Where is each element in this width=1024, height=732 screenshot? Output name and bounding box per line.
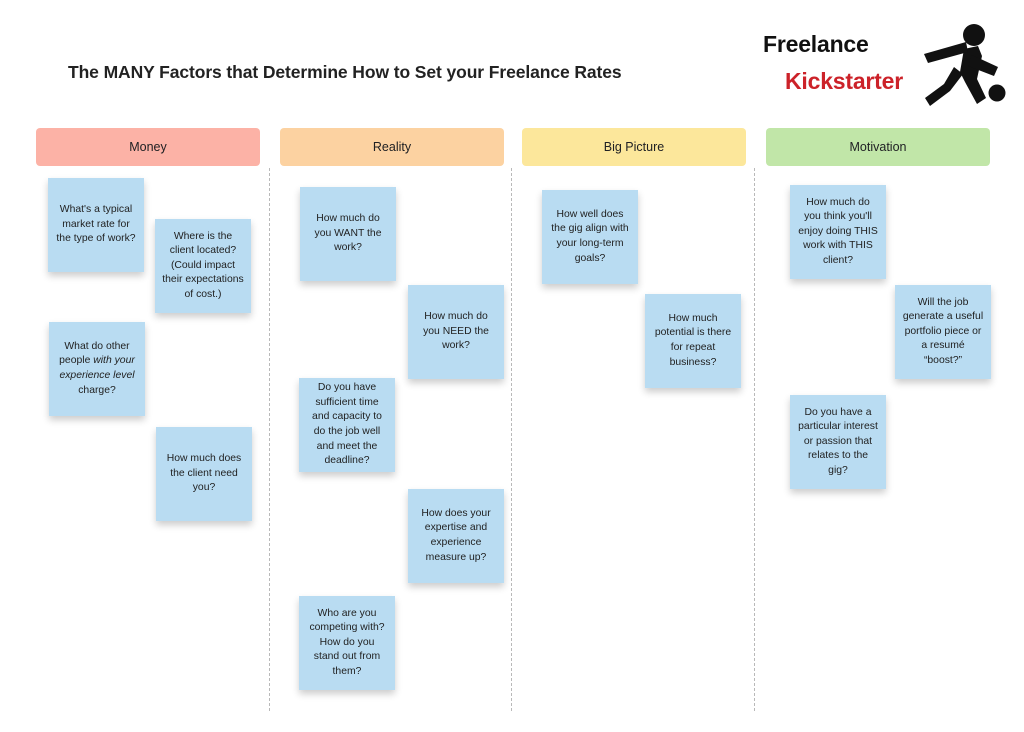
sticky-note[interactable]: What's a typical market rate for the typ… — [48, 178, 144, 272]
sticky-note[interactable]: How much potential is there for repeat b… — [645, 294, 741, 388]
column-divider-reality — [511, 168, 512, 711]
sticky-note[interactable]: How much does the client need you? — [156, 427, 252, 521]
sticky-note[interactable]: Who are you competing with? How do you s… — [299, 596, 395, 690]
column-divider-money — [269, 168, 270, 711]
column-divider-big-picture — [754, 168, 755, 711]
sticky-note-text: What do other people with your experienc… — [59, 340, 135, 396]
page-title: The MANY Factors that Determine How to S… — [68, 62, 622, 82]
sticky-note-text: How much do you NEED the work? — [423, 311, 489, 352]
sticky-note[interactable]: How much do you think you'll enjoy doing… — [790, 185, 886, 279]
sticky-note-text: How does your expertise and experience m… — [421, 507, 491, 563]
column-header-label: Reality — [372, 140, 412, 154]
sticky-note-text: How much potential is there for repeat b… — [654, 312, 732, 368]
column-header-money[interactable]: Money — [36, 128, 260, 166]
sticky-note-text: Who are you competing with? How do you s… — [309, 607, 385, 677]
sticky-note-text: How much do you WANT the work? — [314, 213, 382, 254]
sticky-note-text: Do you have a particular interest or pas… — [798, 406, 878, 476]
sticky-note-emphasis: with your experience level — [59, 355, 135, 381]
running-person-kicking-ball-icon — [924, 24, 1006, 106]
logo-text-freelance: Freelance — [763, 31, 869, 57]
sticky-note-text: Do you have sufficient time and capacity… — [312, 382, 382, 467]
sticky-note-text: What's a typical market rate for the typ… — [56, 204, 136, 245]
column-header-big-picture[interactable]: Big Picture — [522, 128, 746, 166]
logo-text-kickstarter: Kickstarter — [785, 68, 903, 94]
sticky-note[interactable]: What do other people with your experienc… — [49, 322, 145, 416]
column-header-label: Big Picture — [603, 140, 665, 154]
sticky-note[interactable]: How well does the gig align with your lo… — [542, 190, 638, 284]
sticky-note[interactable]: How much do you WANT the work? — [300, 187, 396, 281]
sticky-note[interactable]: Do you have sufficient time and capacity… — [299, 378, 395, 472]
sticky-note[interactable]: Will the job generate a useful portfolio… — [895, 285, 991, 379]
column-header-motivation[interactable]: Motivation — [766, 128, 990, 166]
column-header-reality[interactable]: Reality — [280, 128, 504, 166]
column-header-label: Motivation — [849, 140, 907, 154]
sticky-note-text: How much do you think you'll enjoy doing… — [798, 196, 878, 266]
sticky-note-text: How well does the gig align with your lo… — [551, 208, 629, 264]
brand-logo: Freelance Kickstarter — [756, 22, 1008, 110]
sticky-note[interactable]: How does your expertise and experience m… — [408, 489, 504, 583]
sticky-note[interactable]: How much do you NEED the work? — [408, 285, 504, 379]
sticky-note-text: Will the job generate a useful portfolio… — [902, 296, 984, 366]
sticky-note[interactable]: Do you have a particular interest or pas… — [790, 395, 886, 489]
sticky-note-text: How much does the client need you? — [166, 453, 242, 494]
sticky-note[interactable]: Where is the client located? (Could impa… — [155, 219, 251, 313]
sticky-note-text: Where is the client located? (Could impa… — [162, 230, 244, 300]
column-header-label: Money — [129, 140, 167, 154]
